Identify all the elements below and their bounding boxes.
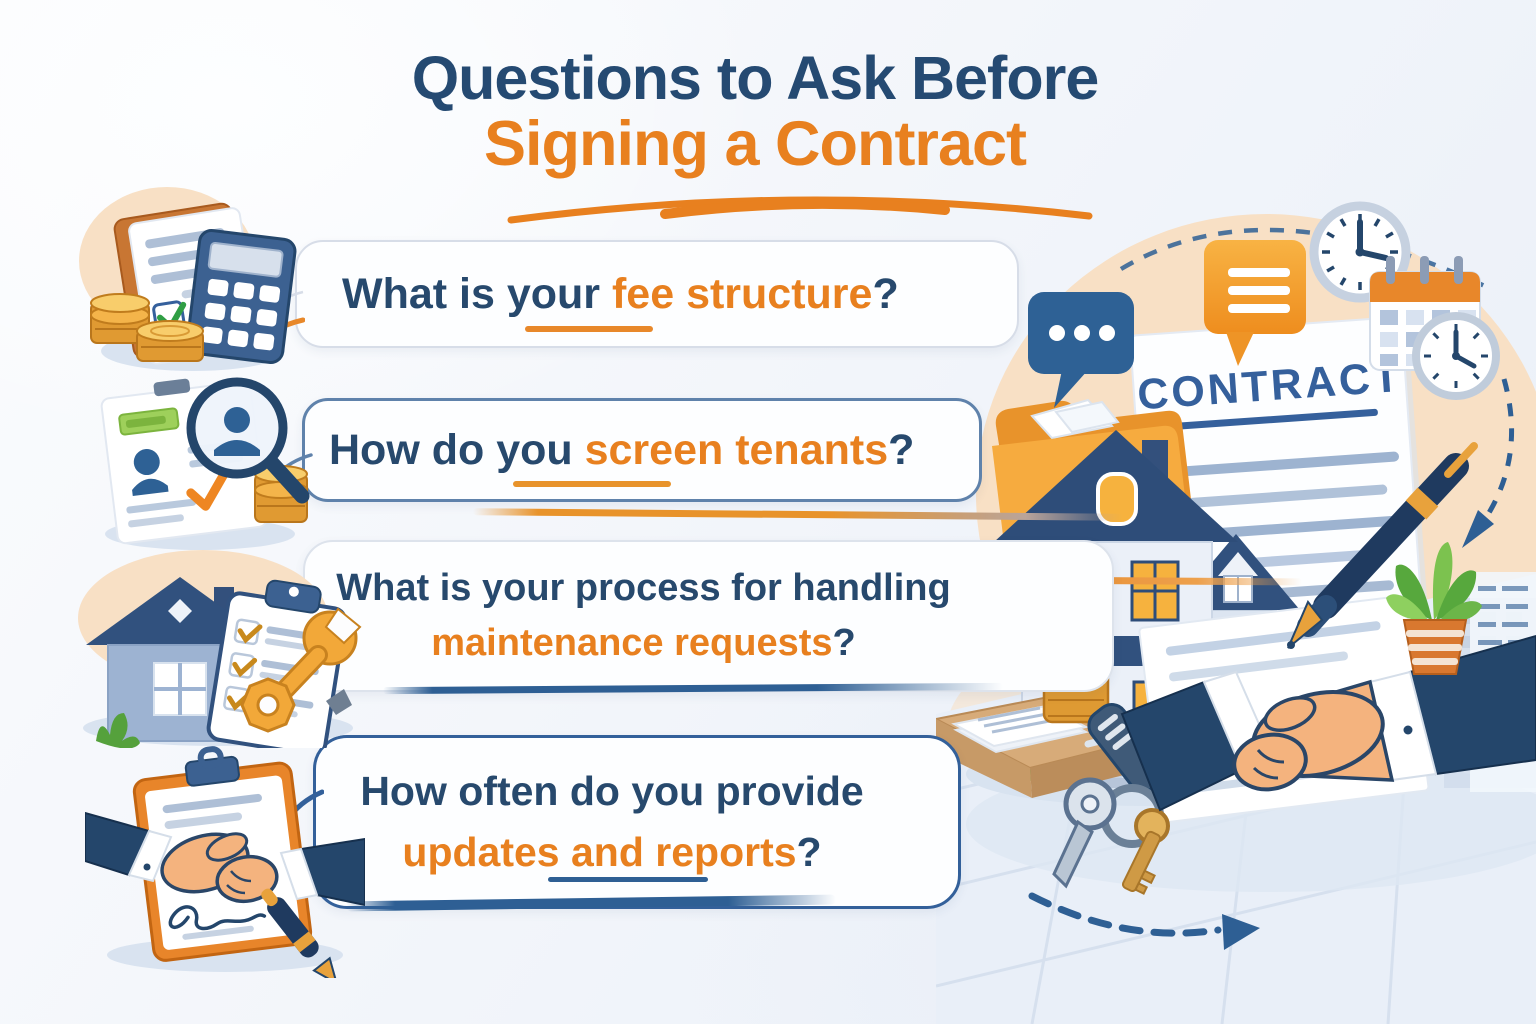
tenant-screening-icon bbox=[100, 377, 310, 550]
fees-calculator-icon bbox=[79, 187, 297, 371]
dashed-arc-top bbox=[1119, 227, 1492, 292]
orange-underline bbox=[513, 481, 671, 487]
question-bubble-updates-reports: How often do you provide updates and rep… bbox=[271, 735, 961, 912]
title-line-2: Signing a Contract bbox=[483, 108, 1027, 179]
question-bubble-screen-tenants: How do you screen tenants? bbox=[259, 398, 1124, 521]
question-text-line-1: How often do you provide bbox=[316, 761, 908, 823]
orange-underline bbox=[525, 326, 653, 332]
question-highlight: fee structure bbox=[611, 269, 873, 318]
calculator bbox=[185, 229, 297, 365]
question-highlight: maintenance requests bbox=[431, 622, 833, 664]
question-highlight: updates and reports bbox=[402, 829, 797, 875]
blue-bottom-swoosh bbox=[382, 682, 1004, 695]
question-text-line-1: What is your process for handling bbox=[305, 561, 982, 616]
chat-lines-icon bbox=[1204, 240, 1306, 366]
question-text-line-2: maintenance requests? bbox=[305, 616, 982, 671]
maintenance-house-checklist-icon bbox=[78, 550, 362, 748]
handshake-report-icon bbox=[85, 746, 365, 978]
magnifier bbox=[186, 377, 310, 504]
dashed-arrow-bottom bbox=[1028, 892, 1260, 950]
title-underline-swoosh bbox=[507, 196, 1093, 224]
question-part: What is your bbox=[342, 269, 612, 318]
blue-bottom-swoosh bbox=[345, 894, 837, 912]
handshake bbox=[85, 811, 365, 907]
question-part: ? bbox=[796, 829, 822, 875]
question-part: ? bbox=[888, 425, 915, 474]
pen-icon bbox=[1287, 442, 1478, 649]
question-part: What is your process for handling bbox=[336, 566, 951, 609]
title-line-1: Questions to Ask Before bbox=[411, 44, 1100, 112]
question-part: How do you bbox=[329, 425, 585, 474]
question-part: ? bbox=[832, 622, 856, 664]
pen bbox=[261, 888, 339, 978]
question-part: ? bbox=[872, 269, 899, 318]
question-text-line-2: updates and reports? bbox=[316, 822, 908, 884]
chat-dots-icon bbox=[1028, 292, 1134, 408]
question-bubble-fee-structure: What is your fee structure? bbox=[249, 240, 1303, 586]
page-title: Questions to Ask Before Signing a Contra… bbox=[330, 46, 1180, 177]
wrench-and-nut bbox=[240, 607, 362, 733]
dashed-arrow-right bbox=[1462, 378, 1515, 548]
coin-stacks bbox=[90, 293, 204, 362]
plant-icon bbox=[1386, 542, 1482, 675]
blue-underline bbox=[548, 877, 708, 882]
question-part: How often do you provide bbox=[360, 767, 864, 814]
question-text: What is your fee structure? bbox=[342, 270, 1017, 319]
small-clock-icon bbox=[1412, 312, 1500, 400]
question-text: How do you screen tenants? bbox=[329, 426, 979, 475]
question-bubble-maintenance: What is your process for handling mainte… bbox=[259, 540, 1114, 695]
question-highlight: screen tenants bbox=[584, 425, 889, 474]
